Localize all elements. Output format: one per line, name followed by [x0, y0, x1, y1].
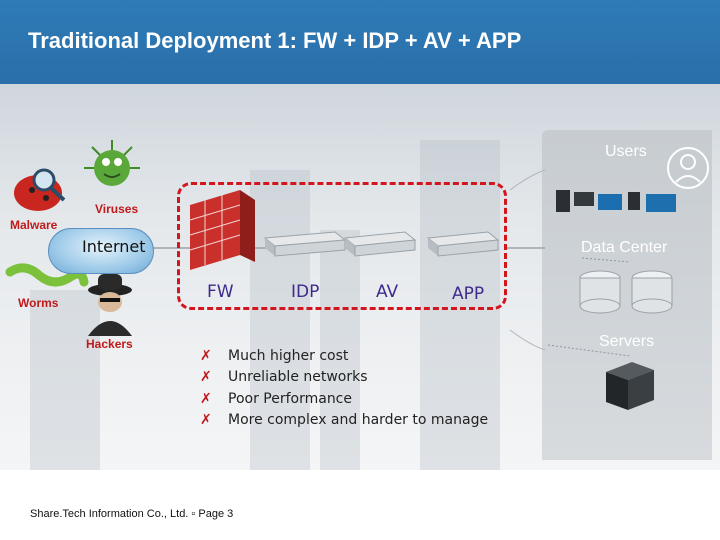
slide-header: Traditional Deployment 1: FW + IDP + AV … — [0, 0, 720, 84]
list-item: ✗ More complex and harder to manage — [200, 410, 488, 432]
servers-link-line — [509, 329, 546, 351]
app-label: APP — [452, 284, 485, 304]
drawback-text: More complex and harder to manage — [228, 412, 489, 429]
drawback-text: Poor Performance — [228, 390, 352, 407]
av-appliance-icon — [343, 231, 417, 257]
malware-label: Malware — [10, 218, 58, 232]
fw-label: FW — [207, 282, 234, 302]
users-devices-icon — [556, 190, 676, 212]
footer-blank-box — [500, 480, 710, 516]
idp-label: IDP — [291, 282, 320, 302]
list-item: ✗ Much higher cost — [200, 345, 488, 367]
av-label: AV — [376, 282, 399, 302]
internet-label: Internet — [82, 237, 146, 256]
slide-footer: Share.Tech Information Co., Ltd. ▫ Page … — [30, 508, 234, 520]
users-label: Users — [605, 143, 647, 160]
hackers-label: Hackers — [86, 337, 133, 351]
list-item: ✗ Unreliable networks — [200, 367, 488, 389]
dc-callout-line — [581, 257, 631, 263]
server-rack-icon — [606, 362, 654, 410]
viruses-label: Viruses — [95, 202, 139, 216]
list-item: ✗ Poor Performance — [200, 388, 488, 410]
worm-icon — [5, 263, 89, 287]
cross-mark-icon: ✗ — [200, 412, 212, 429]
drawback-text: Unreliable networks — [228, 369, 368, 386]
internet-cloud-icon — [48, 228, 154, 274]
hacker-icon — [88, 274, 132, 336]
cross-mark-icon: ✗ — [200, 390, 212, 407]
app-appliance-icon — [426, 231, 500, 257]
servers-callout-line — [547, 344, 631, 357]
user-avatar-icon — [667, 147, 709, 189]
idp-appliance-icon — [263, 231, 347, 257]
drawback-text: Much higher cost — [228, 347, 349, 364]
cross-mark-icon: ✗ — [200, 347, 212, 364]
database-icon — [579, 270, 673, 314]
security-stack-boundary — [177, 182, 507, 310]
slide-title: Traditional Deployment 1: FW + IDP + AV … — [28, 28, 522, 53]
servers-label: Servers — [599, 333, 655, 350]
data-center-label: Data Center — [581, 239, 668, 256]
users-link-line — [509, 169, 546, 191]
cross-mark-icon: ✗ — [200, 369, 212, 386]
drawbacks-list: ✗ Much higher cost ✗ Unreliable networks… — [200, 345, 488, 431]
virus-icon — [84, 140, 140, 186]
malware-bug-icon — [14, 168, 66, 211]
firewall-icon — [189, 190, 255, 270]
worms-label: Worms — [18, 296, 59, 310]
